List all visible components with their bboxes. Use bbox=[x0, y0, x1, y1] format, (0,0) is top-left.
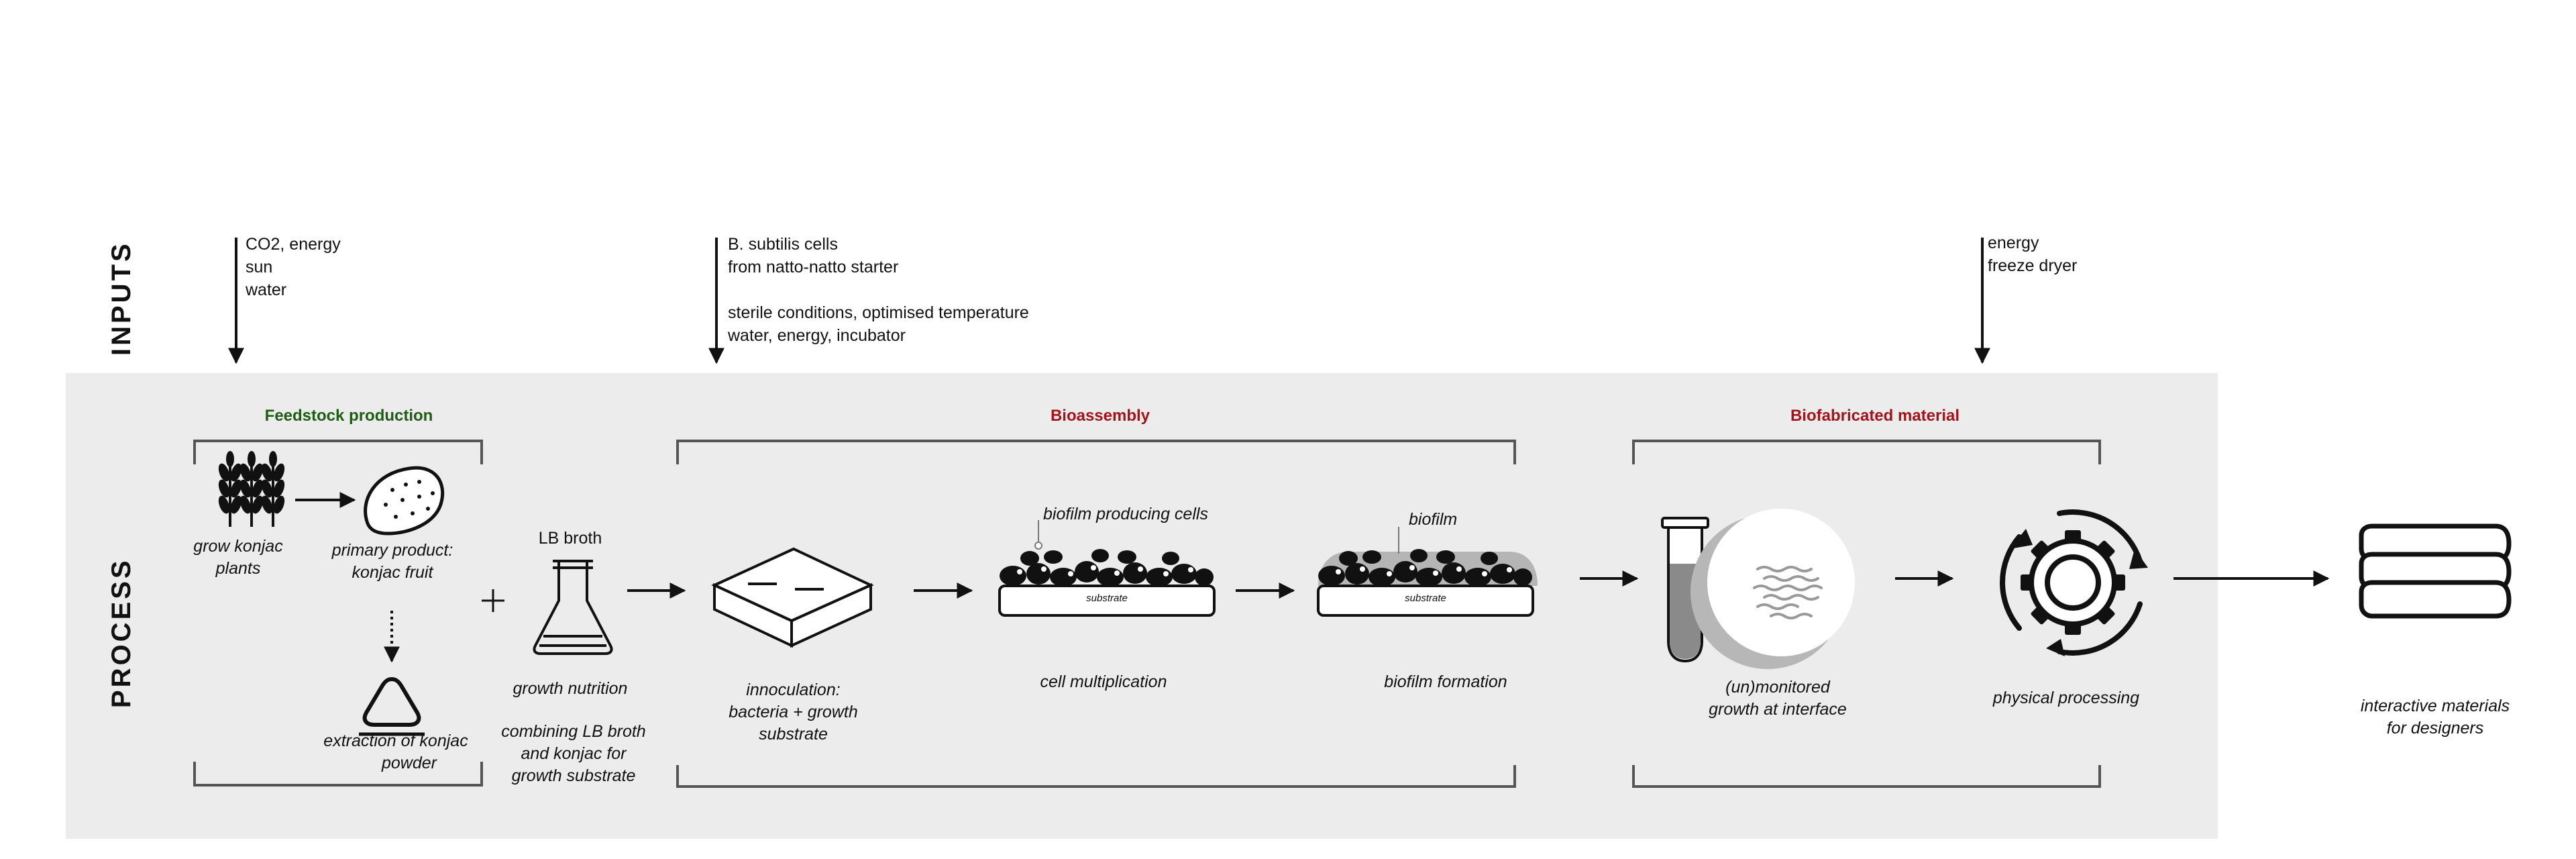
caption-line: primary product: bbox=[331, 541, 453, 560]
caption-physical-processing: physical processing bbox=[1992, 689, 2140, 707]
input-line: water, energy, incubator bbox=[728, 326, 906, 345]
bracket-material bbox=[1632, 440, 2101, 788]
caption-grow-plants: grow konjac plants bbox=[171, 536, 305, 580]
caption-monitored-growth: (un)monitored growth at interface bbox=[1684, 676, 1872, 721]
caption-line: growth at interface bbox=[1709, 700, 1847, 719]
input-line: from natto-natto starter bbox=[728, 258, 899, 276]
caption-line: konjac fruit bbox=[352, 563, 433, 582]
inputs-feedstock: CO2, energy sun water bbox=[246, 233, 341, 301]
caption-primary-product: primary product: konjac fruit bbox=[312, 540, 473, 584]
caption-line: and konjac for bbox=[521, 744, 627, 763]
caption-biofilm-formation: biofilm formation bbox=[1384, 672, 1507, 691]
substrate-label-1: substrate bbox=[1086, 593, 1128, 604]
section-title-feedstock: Feedstock production bbox=[264, 407, 433, 425]
caption-line: innoculation: bbox=[746, 680, 841, 699]
input-line: sun bbox=[246, 258, 273, 276]
caption-line: interactive materials bbox=[2360, 697, 2510, 715]
flask-icon bbox=[533, 560, 613, 655]
caption-line: for designers bbox=[2386, 719, 2484, 738]
caption-line: combining LB broth bbox=[501, 722, 646, 741]
bracket-bioassembly bbox=[676, 440, 1516, 788]
input-line bbox=[728, 279, 1029, 301]
caption-innoculation: innoculation: bacteria + growth substrat… bbox=[714, 679, 872, 746]
inputs-material: energy freeze dryer bbox=[1988, 232, 2077, 277]
inputs-bioassembly: B. subtilis cells from natto-natto start… bbox=[728, 233, 1029, 347]
caption-line: growth substrate bbox=[511, 766, 636, 785]
input-line: sterile conditions, optimised temperatur… bbox=[728, 303, 1029, 322]
caption-line: powder bbox=[382, 754, 437, 772]
inputs-side-label: INPUTS bbox=[107, 241, 136, 356]
section-title-material: Biofabricated material bbox=[1790, 407, 1960, 425]
biofilm-disc-icon bbox=[1690, 509, 1855, 669]
caption-line: plants bbox=[215, 559, 261, 578]
biofilm-formation-icon bbox=[1317, 527, 1538, 617]
input-line: energy bbox=[1988, 234, 2039, 252]
input-line: CO2, energy bbox=[246, 235, 341, 254]
fabric-stack-icon bbox=[2359, 523, 2512, 619]
bracket-feedstock bbox=[193, 440, 483, 787]
konjac-fruit-icon bbox=[364, 466, 445, 536]
test-tube-icon bbox=[1661, 517, 1709, 663]
caption-line: bacteria + growth bbox=[729, 703, 858, 721]
lb-broth-label: LB broth bbox=[538, 529, 602, 548]
caption-line: grow konjac bbox=[193, 537, 283, 556]
input-line: B. subtilis cells bbox=[728, 235, 838, 254]
annotation-biofilm: biofilm bbox=[1409, 510, 1458, 529]
powder-icon bbox=[359, 676, 425, 736]
caption-line: (un)monitored bbox=[1725, 678, 1830, 697]
caption-growth-nutrition: growth nutrition bbox=[513, 679, 628, 698]
caption-line: substrate bbox=[759, 725, 828, 744]
plus-icon bbox=[482, 589, 504, 612]
cell-multiplication-icon bbox=[998, 520, 1216, 617]
caption-cell-multiplication: cell multiplication bbox=[1040, 672, 1167, 691]
section-title-bioassembly: Bioassembly bbox=[1050, 407, 1150, 425]
caption-interactive-materials: interactive materials for designers bbox=[2341, 695, 2529, 740]
innoculation-tray-icon bbox=[711, 547, 874, 648]
caption-extraction: extraction of konjac powder bbox=[305, 730, 486, 774]
input-line: freeze dryer bbox=[1988, 256, 2078, 275]
caption-combining: combining LB broth and konjac for growth… bbox=[493, 721, 654, 787]
annotation-biofilm-producing-cells: biofilm producing cells bbox=[1043, 505, 1208, 523]
gear-processing-icon bbox=[2000, 509, 2148, 656]
caption-line: extraction of konjac bbox=[323, 731, 468, 750]
process-side-label: PROCESS bbox=[107, 558, 136, 708]
wheat-icon bbox=[218, 451, 285, 527]
substrate-label-2: substrate bbox=[1405, 593, 1446, 604]
input-line: water bbox=[246, 281, 287, 299]
